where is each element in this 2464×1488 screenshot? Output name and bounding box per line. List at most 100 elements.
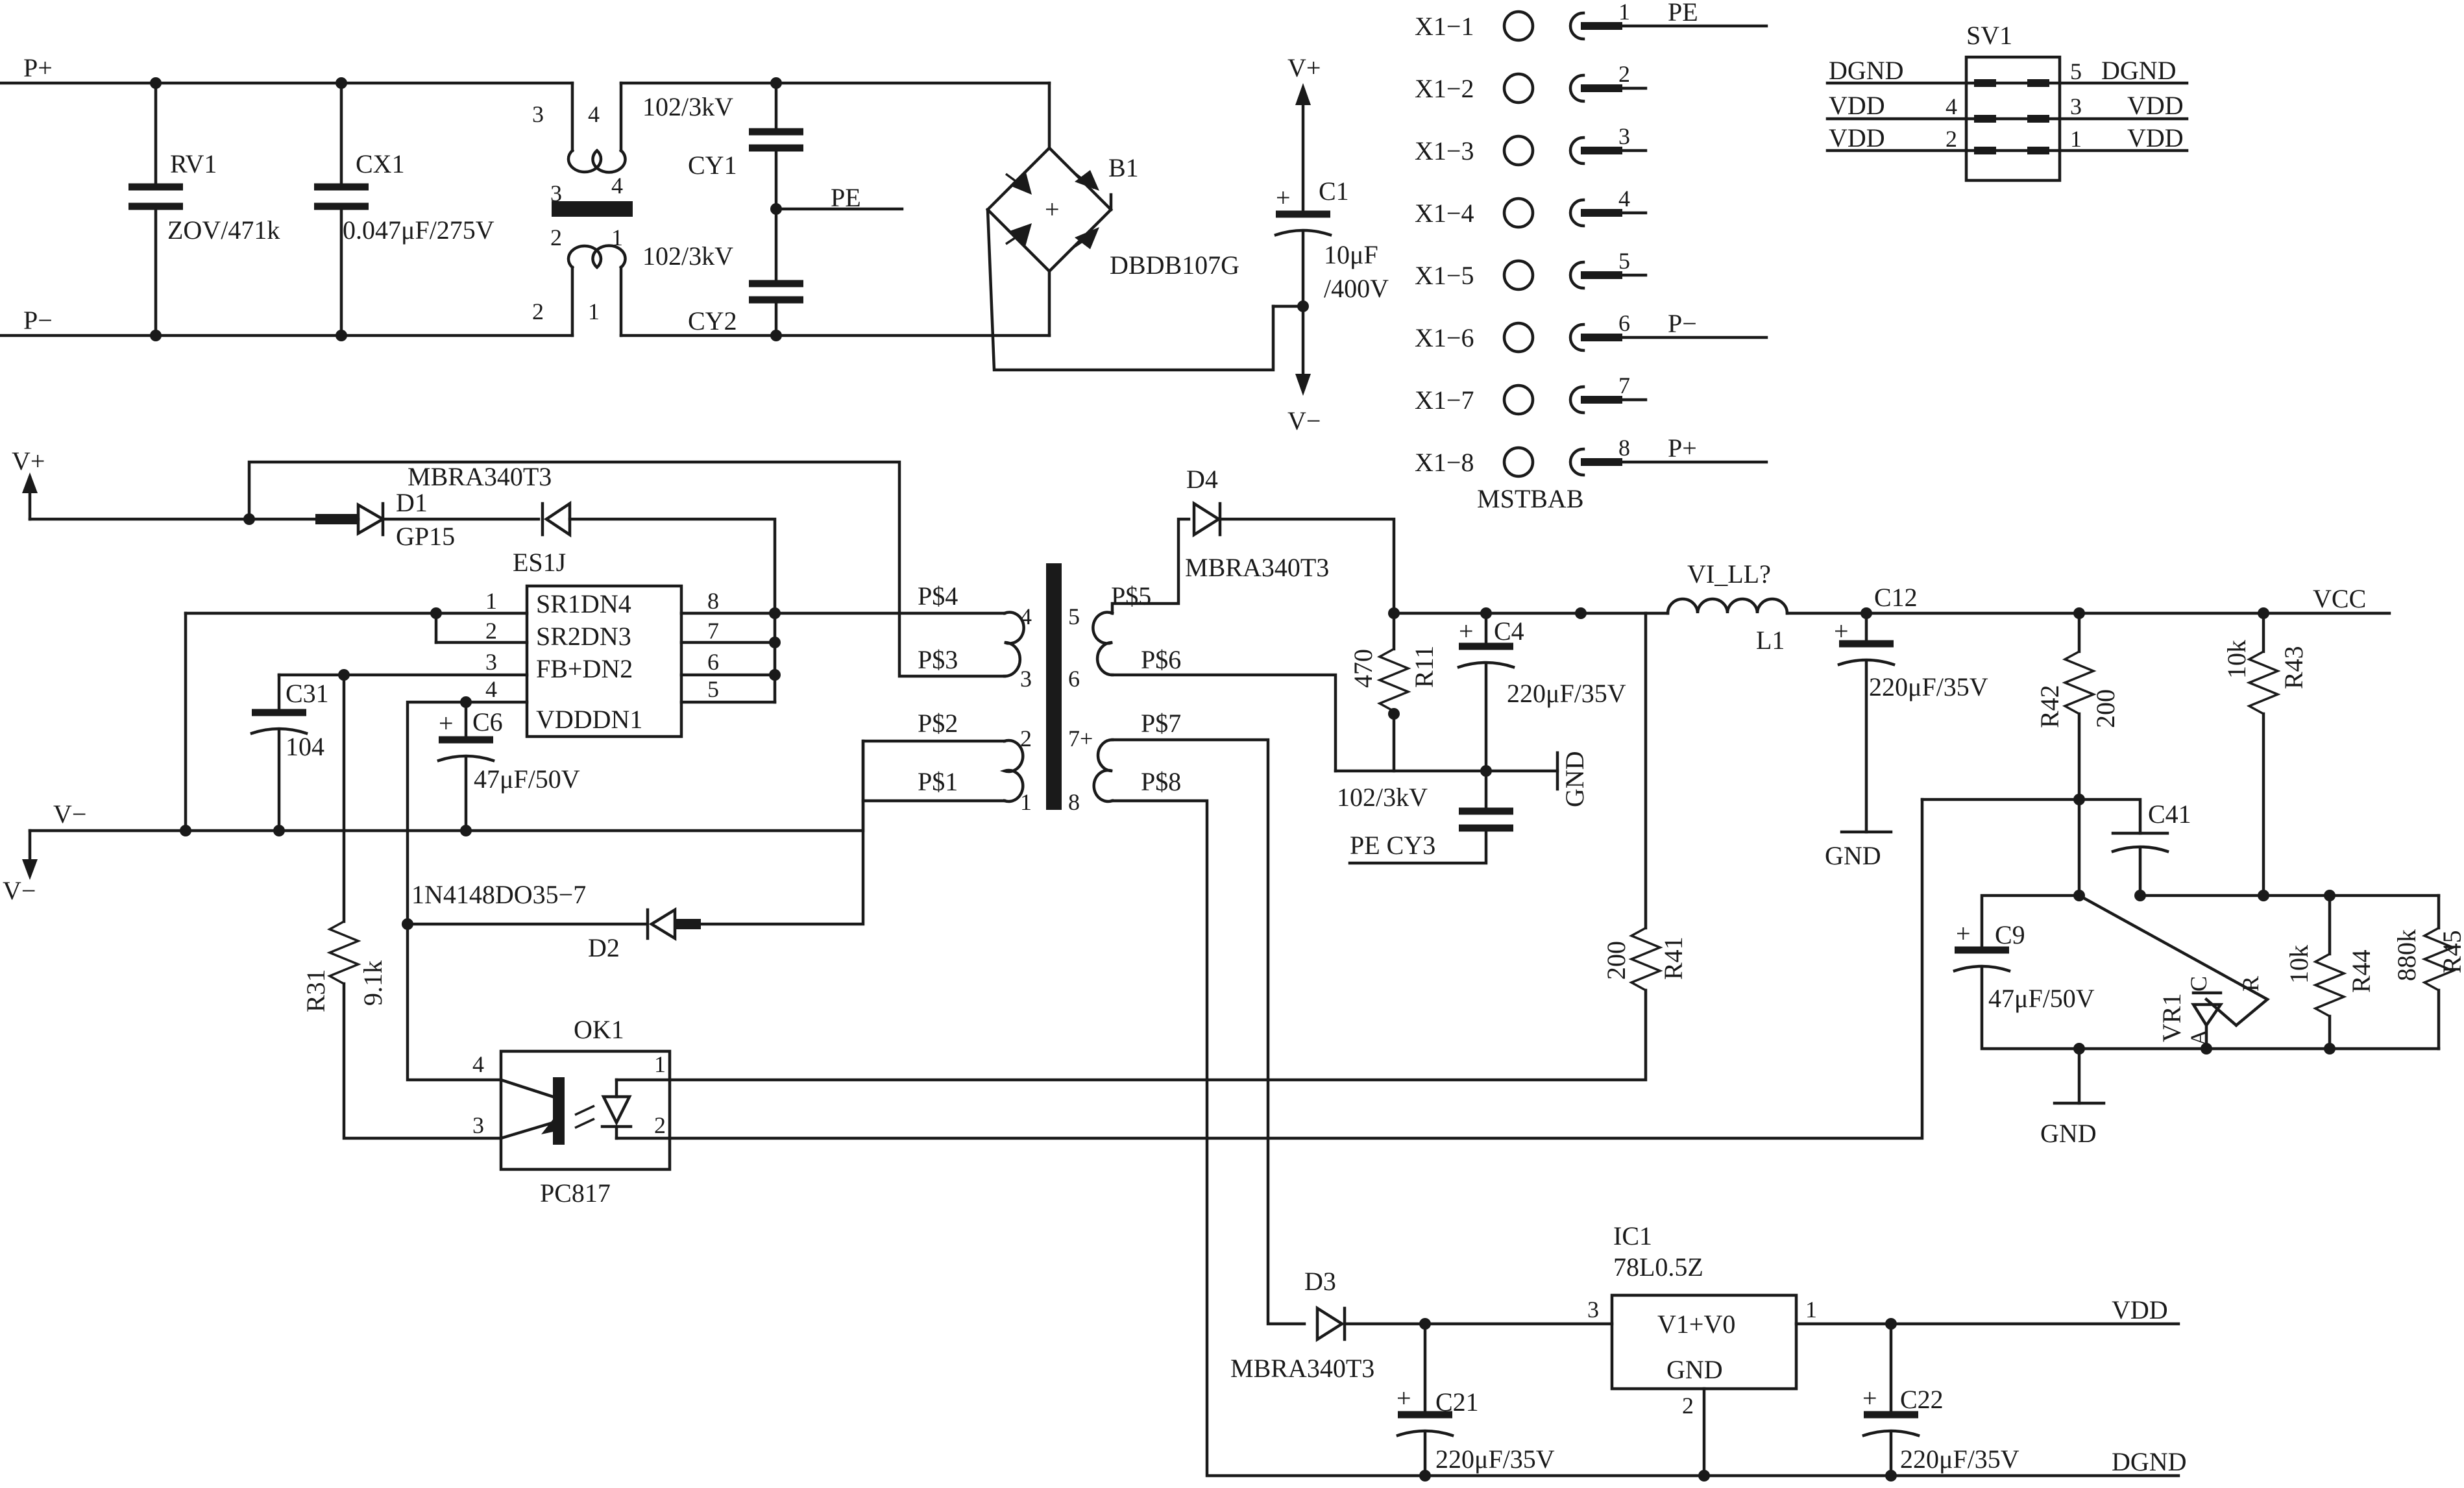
r31-label: R31 [301,969,330,1012]
x1-terminal [1502,384,1535,416]
x1-pin-name: X1−4 [1415,199,1474,228]
x1-pin-name: X1−1 [1415,12,1474,41]
vminus-mid: V− [53,799,86,829]
sv1-label: SV1 [1966,21,2012,50]
c1-bulk-capacitor [1271,83,1332,396]
input-filter: P+ P− RV1 ZOV/471k CX1 0.047μF/275V 3 4 … [0,53,1389,435]
ic-pin5: 5 [707,676,719,702]
ic-pin8: 8 [707,588,719,614]
vr1-r: R [2238,976,2263,992]
cy2-value: 102/3kV [642,241,733,271]
vcc-label: VCC [2313,584,2366,613]
x1-terminal [1502,134,1535,167]
ic1-pin2: 2 [1682,1393,1694,1419]
c21-plus: + [1397,1384,1411,1413]
sv1-r2: VDD [2127,91,2184,120]
c21-label: C21 [1435,1387,1479,1417]
x1-pin-name: X1−2 [1415,74,1474,103]
c31-value: 104 [286,732,324,761]
c4-label: C4 [1494,616,1524,646]
c1-plus: + [1276,183,1291,212]
x1-net-label: P+ [1668,433,1697,463]
d3-label: D3 [1304,1267,1336,1296]
gnd-c12: GND [1825,841,1881,870]
flyback-transformer [861,517,2180,1478]
es1j-label: ES1J [513,548,566,577]
x1-pin-number: 8 [1618,435,1630,461]
ok-pin4: 4 [472,1051,484,1077]
c6-value: 47μF/50V [474,764,580,794]
vr1-label: VR1 [2157,993,2186,1042]
x1-pin-name: X1−8 [1415,448,1474,477]
sv1-header [1825,55,2189,182]
p4-label: P$4 [918,581,958,611]
ic1-pin3: 3 [1587,1297,1599,1323]
cy1-cy2-capacitors [749,81,904,337]
c12-plus: + [1834,616,1849,646]
ic-pin4: 4 [485,676,497,702]
x1-net-label: P− [1668,309,1697,338]
sv1-p5: 5 [2070,58,2082,84]
d1-sub: GP15 [396,522,455,551]
d1-label: D1 [396,488,428,517]
sv1-p2: 2 [1946,126,1957,152]
vdd-out: VDD [2112,1295,2168,1324]
r45-value: 880k [2392,929,2421,981]
l1-label: L1 [1756,626,1785,655]
cx1-label: CX1 [356,149,405,178]
rv1-varistor [128,81,183,337]
optocoupler-ok1 [499,1049,672,1171]
cm-pin3: 3 [532,101,544,127]
d3-part: MBRA340T3 [1230,1354,1374,1383]
x1-terminal [1502,10,1535,42]
c22-value: 220μF/35V [1900,1445,2019,1474]
ic-pin7: 7 [707,618,719,644]
l1-top: VI_LL? [1687,559,1771,589]
cm-core1: 1 [611,225,623,250]
x1-pin-name: X1−7 [1415,385,1474,415]
c1-value: 10μF [1324,240,1378,269]
c6-label: C6 [472,707,503,737]
primary-control [22,460,1006,1140]
x1-net-label: PE [1668,0,1698,27]
cm-core3: 3 [550,180,562,206]
vplus-mid: V+ [12,446,45,476]
ic-row1: SR1DN4 [536,589,631,618]
vplus-top: V+ [1287,53,1321,82]
x1-terminal [1502,446,1535,478]
c21-value: 220μF/35V [1435,1445,1555,1474]
c41-label: C41 [2148,799,2191,829]
t-pin6: 6 [1068,666,1080,692]
cx1-capacitor [314,81,369,337]
p6-label: P$6 [1141,645,1181,674]
x1-terminal [1502,259,1535,291]
x1-pin-number: 6 [1618,310,1630,336]
pe-label-top: PE [831,183,861,212]
t-pin2: 2 [1020,726,1032,751]
r11-value: 470 [1348,649,1378,688]
c1-voltage: /400V [1324,274,1389,303]
p5-label: P$5 [1111,581,1151,611]
sv1-p4: 4 [1946,93,1957,119]
c12-label: C12 [1874,583,1918,612]
ic-pin6: 6 [707,649,719,675]
x1-part: MSTBAB [1477,484,1584,513]
ic-row4: VDDDN1 [536,705,642,734]
regulator-ic1 [1315,1293,2180,1482]
r42-label: R42 [2035,685,2064,728]
x1-terminal [1502,72,1535,104]
p8-label: P$8 [1141,767,1181,796]
t-pin3: 3 [1020,666,1032,692]
r43-label: R43 [2279,646,2308,689]
r45-label: R45 [2437,930,2464,973]
ok1-label: OK1 [574,1015,624,1044]
x1-pin-number: 5 [1618,248,1630,274]
sv1-p3: 3 [2070,93,2082,119]
rv1-label: RV1 [170,149,217,178]
vr1-c: C [2186,976,2212,992]
t-pin7: 7+ [1068,726,1093,751]
